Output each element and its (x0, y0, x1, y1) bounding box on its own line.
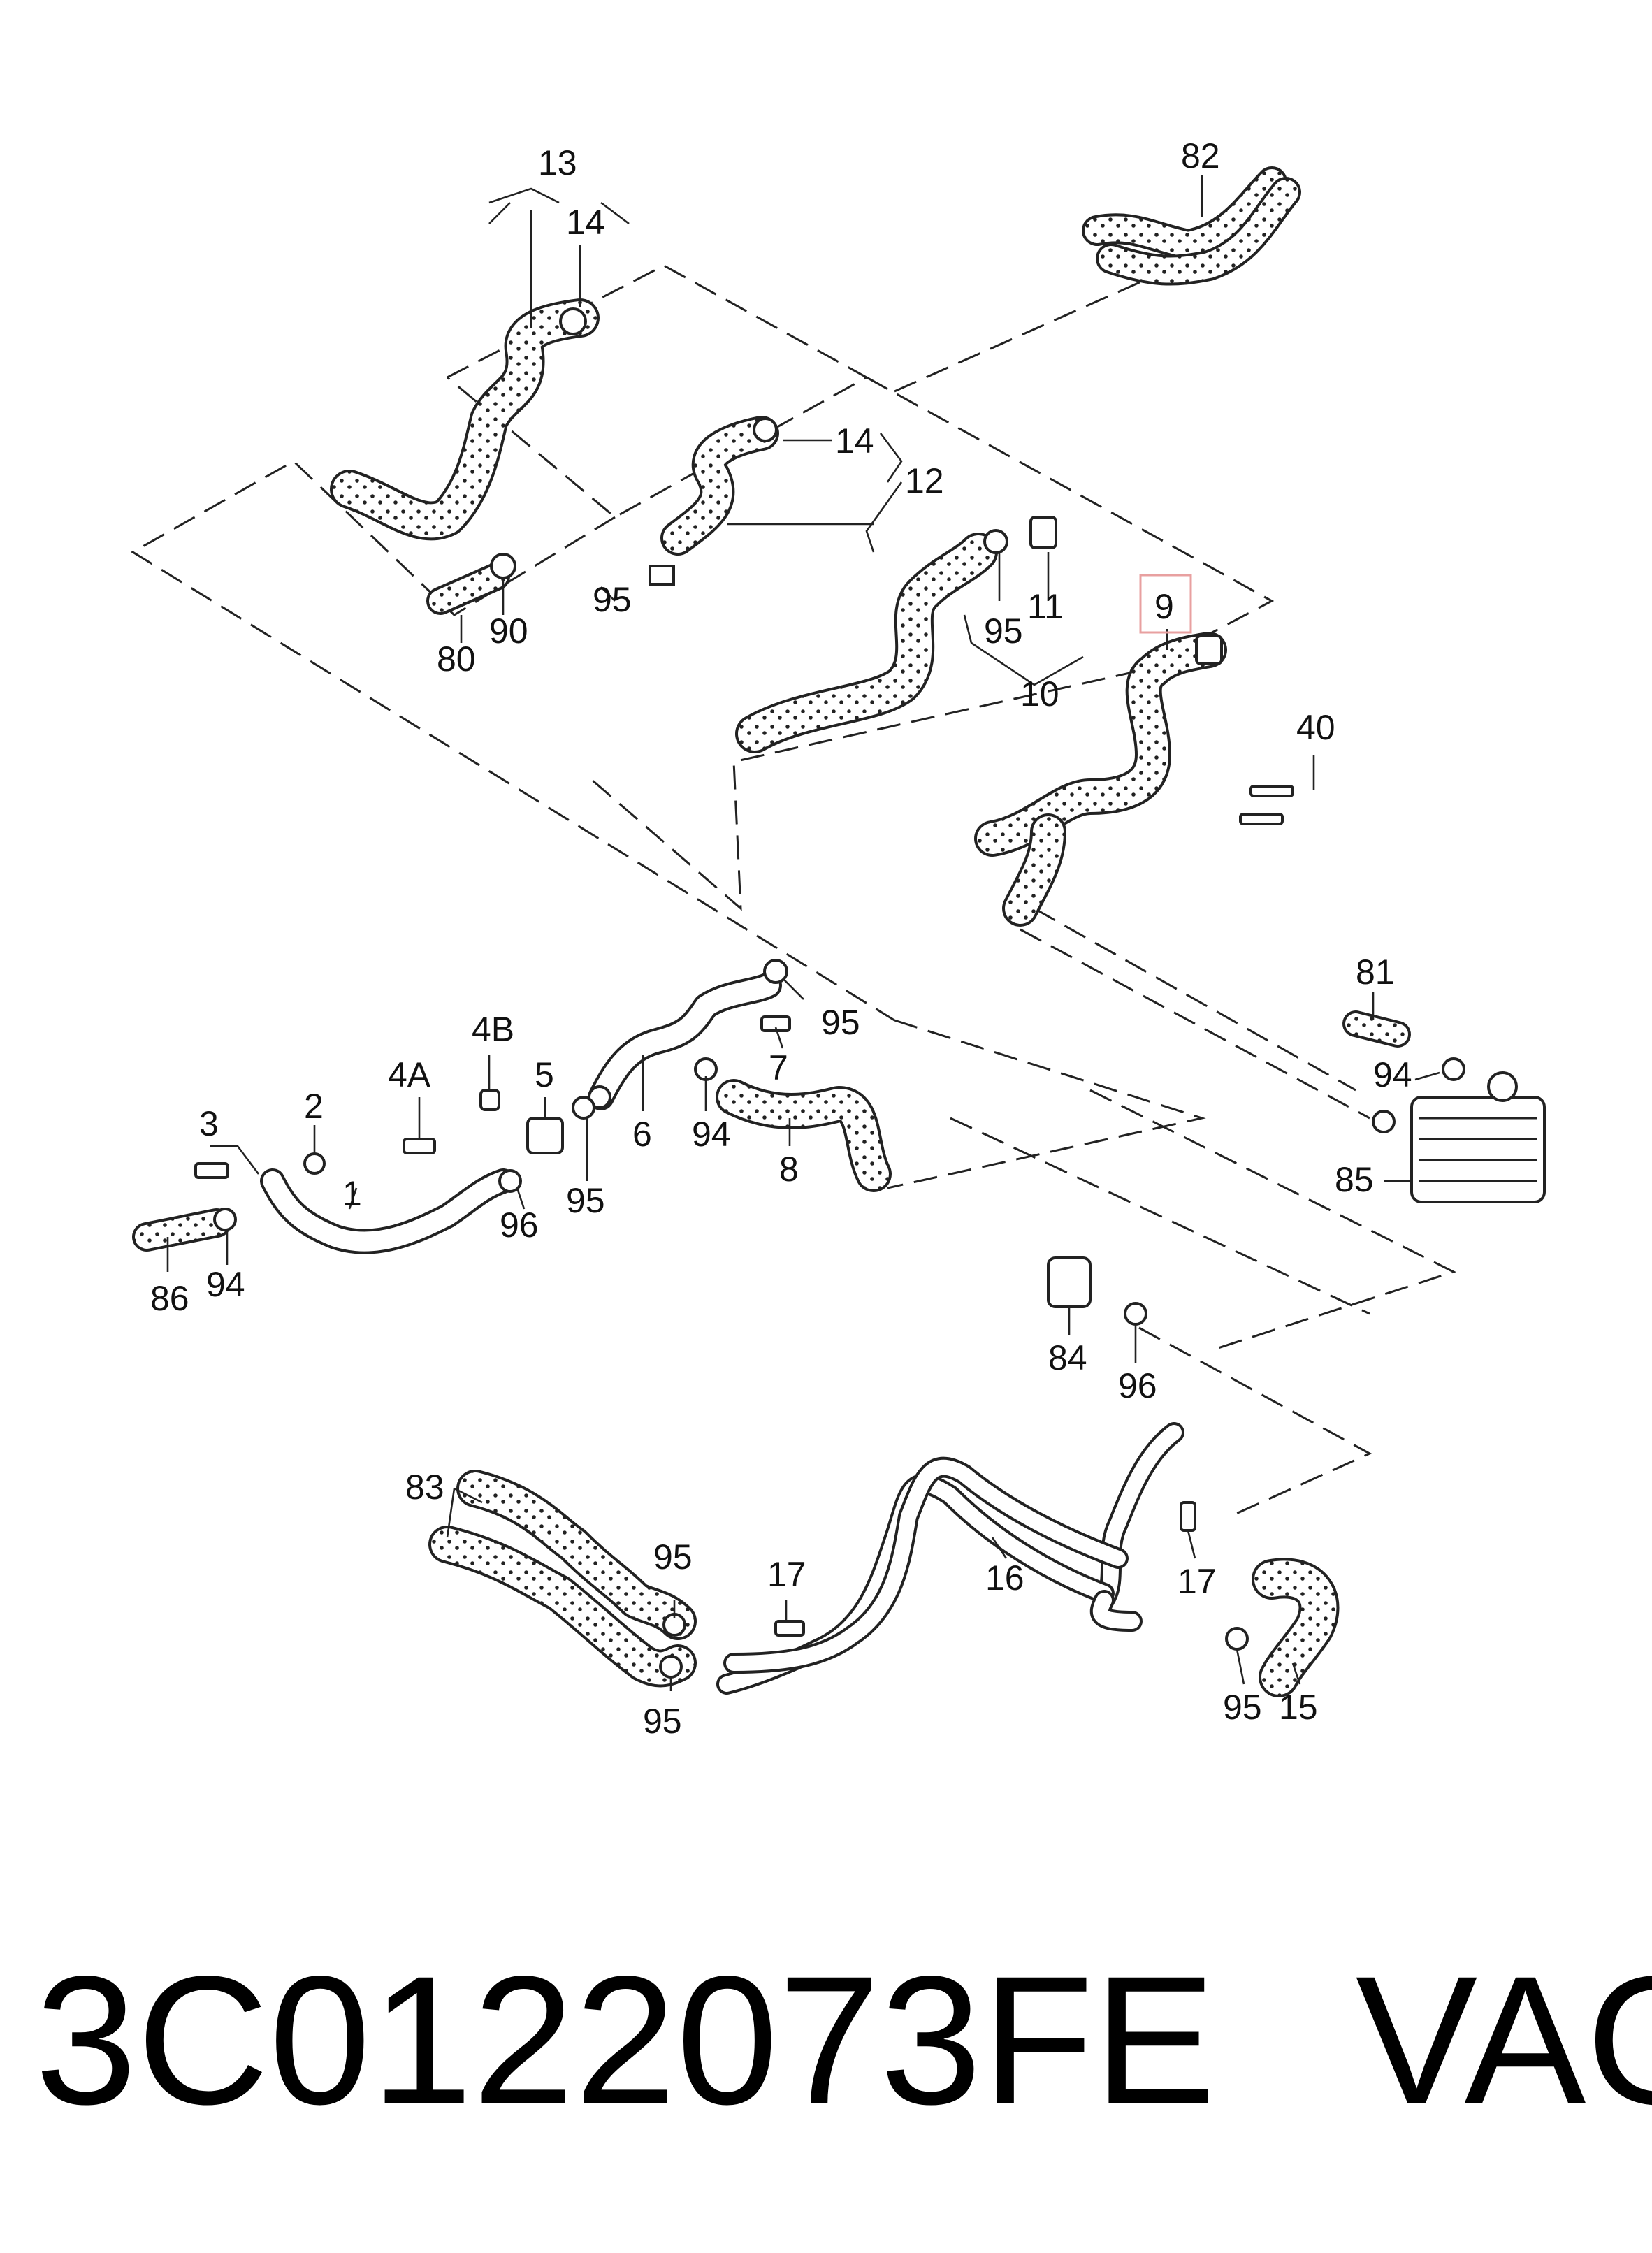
callout-14-top: 14 (566, 203, 605, 242)
clamp-95-c (763, 959, 788, 984)
callout-94-c: 94 (206, 1265, 245, 1304)
sleeve-5 (526, 1117, 564, 1154)
callout-17-b: 17 (1178, 1562, 1217, 1601)
callout-4A: 4A (388, 1055, 431, 1094)
callout-12: 12 (905, 461, 944, 500)
connector-14-mid (753, 417, 778, 442)
bolt-7 (760, 1015, 791, 1032)
connector-11 (1029, 516, 1057, 549)
clamp-parts (194, 307, 1465, 1679)
bolt-17-a (774, 1620, 805, 1637)
callout-6: 6 (632, 1115, 652, 1154)
pipe-1 (260, 1168, 516, 1254)
callout-90: 90 (489, 611, 528, 651)
callout-80: 80 (437, 639, 476, 679)
clamp-94-c (213, 1208, 237, 1231)
hose-8 (716, 1079, 892, 1192)
clamp-95-g (1225, 1627, 1249, 1651)
callout-95-d: 95 (566, 1181, 605, 1220)
connector-14-top (559, 307, 587, 335)
callout-14-mid: 14 (835, 421, 874, 461)
pipe-6 (588, 972, 782, 1110)
callout-94-b: 94 (692, 1115, 731, 1154)
bolt-3 (194, 1162, 229, 1179)
grommet-4B (479, 1089, 500, 1111)
hose-12 (660, 416, 779, 556)
callout-4B: 4B (472, 1010, 514, 1049)
bolt-4A (403, 1138, 436, 1154)
callout-17-a: 17 (767, 1555, 806, 1594)
callout-95-e: 95 (653, 1537, 693, 1577)
callout-96-a: 96 (500, 1205, 539, 1245)
tie-40-b (1239, 813, 1284, 825)
pipe-16 (716, 1422, 1184, 1695)
callout-13: 13 (538, 143, 577, 182)
bolt-17-b (1180, 1501, 1196, 1532)
clamp-90 (490, 553, 516, 579)
connector-9 (1195, 635, 1223, 665)
hose-83 (428, 1470, 697, 1688)
seal-2 (303, 1152, 326, 1175)
hose-13 (330, 298, 600, 541)
callout-86: 86 (150, 1279, 189, 1318)
callout-82: 82 (1181, 136, 1220, 175)
hose-82 (1082, 166, 1301, 286)
callout-9: 9 (1154, 587, 1174, 626)
clamp-96-a (498, 1169, 522, 1193)
clamp-94-a (1442, 1057, 1465, 1081)
callout-95-c: 95 (821, 1003, 860, 1042)
hose-86 (132, 1208, 231, 1252)
clamp-95-oil (1372, 1110, 1396, 1133)
callout-95-g: 95 (643, 1702, 682, 1741)
callout-3: 3 (199, 1104, 219, 1143)
part-number-footer: 3C0122073FE VAG (35, 1936, 1652, 2145)
hose-9 (974, 632, 1227, 927)
callout-5: 5 (535, 1055, 554, 1094)
callout-81: 81 (1356, 952, 1395, 992)
clip-95-a (649, 565, 675, 586)
callout-95-f: 95 (1223, 1688, 1262, 1727)
callout-40: 40 (1296, 708, 1335, 747)
hose-15 (1252, 1558, 1340, 1697)
callout-labels: 13 14 82 14 12 95 80 90 11 95 10 9 40 81… (150, 136, 1412, 1741)
callout-11: 11 (1027, 587, 1064, 626)
tie-40-a (1249, 785, 1294, 797)
callout-83: 83 (405, 1468, 444, 1507)
hose-81 (1342, 1010, 1411, 1048)
callout-8: 8 (779, 1150, 799, 1189)
callout-95-b: 95 (984, 611, 1023, 651)
clamp-95-d (572, 1096, 595, 1120)
callout-10: 10 (1020, 674, 1059, 713)
callout-84: 84 (1048, 1338, 1087, 1377)
callout-7: 7 (769, 1048, 788, 1087)
callout-96-b: 96 (1118, 1366, 1157, 1405)
brand-name: VAG (1355, 1938, 1652, 2143)
callout-15: 15 (1279, 1688, 1318, 1727)
callout-2: 2 (304, 1087, 324, 1126)
clamp-95-f (659, 1655, 683, 1679)
assembly-outlines (131, 222, 1456, 1518)
part-number: 3C0122073FE (35, 1938, 1216, 2143)
highlight-box (1139, 574, 1192, 634)
clamp-96-b (1124, 1302, 1147, 1326)
leader-lines (166, 175, 1440, 1691)
callout-94-a: 94 (1373, 1055, 1412, 1094)
flange-84 (1047, 1256, 1092, 1308)
hose-80 (426, 563, 510, 615)
callout-1: 1 (342, 1174, 362, 1213)
callout-16: 16 (985, 1558, 1024, 1598)
callout-95-a: 95 (593, 580, 632, 619)
oil-cooler-85 (1410, 1071, 1546, 1203)
clamp-95-b (983, 529, 1008, 554)
hose-10 (735, 533, 998, 753)
callout-85: 85 (1335, 1160, 1374, 1199)
